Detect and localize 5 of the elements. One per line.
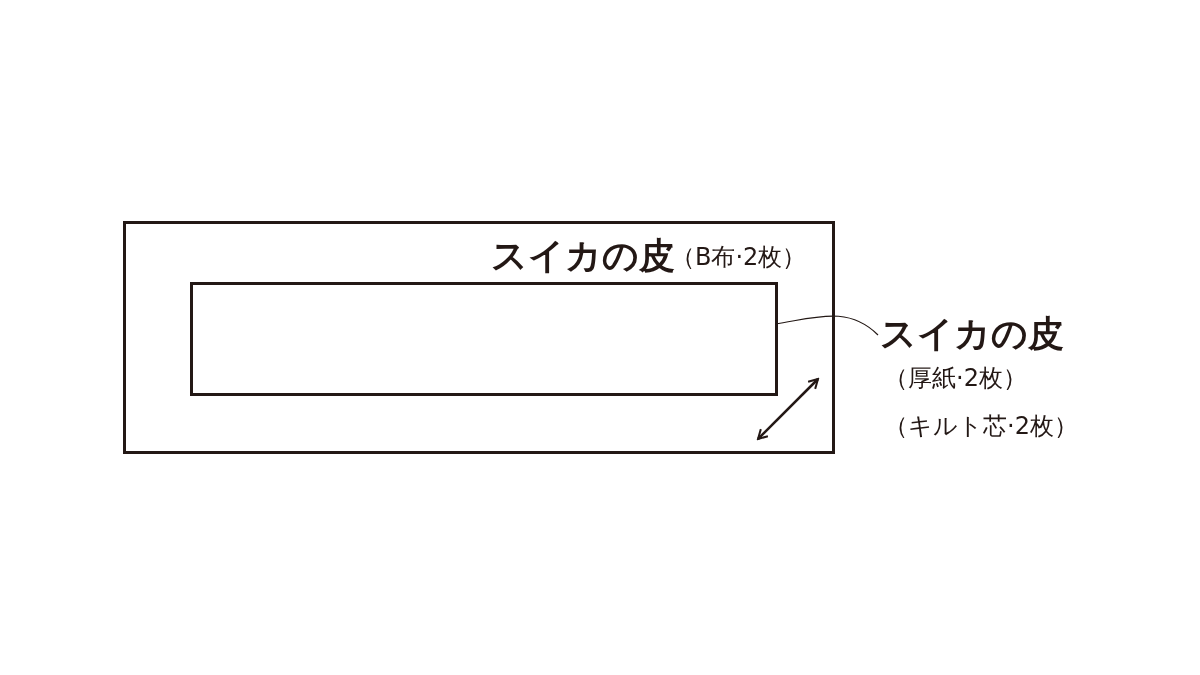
piece-note: （厚紙·2枚） bbox=[884, 363, 1027, 394]
piece-note: （キルト芯·2枚） bbox=[884, 411, 1078, 442]
inner-rectangle bbox=[190, 282, 778, 396]
piece-name: スイカの皮 bbox=[880, 312, 1064, 356]
pattern-piece-outline bbox=[123, 221, 835, 454]
